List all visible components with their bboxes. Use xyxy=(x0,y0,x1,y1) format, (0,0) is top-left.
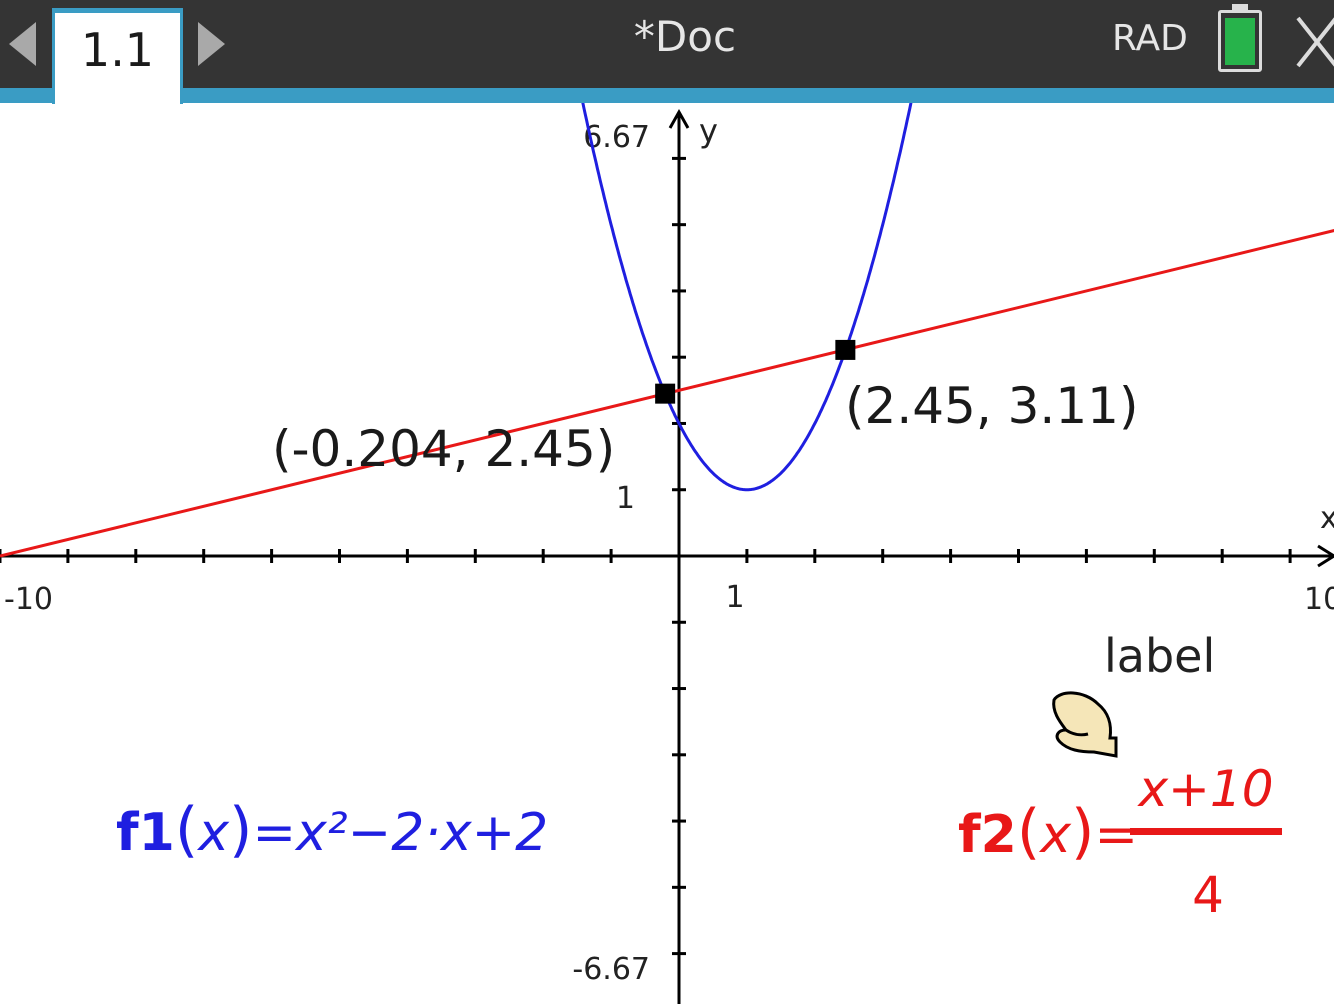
intersection-point-1[interactable] xyxy=(655,383,676,404)
xmin-label: -10 xyxy=(4,582,53,617)
battery-icon xyxy=(1218,10,1262,72)
x-axis-name: x xyxy=(1320,501,1334,536)
f1-var: x xyxy=(196,803,230,863)
f2-numerator: x+10 xyxy=(1136,760,1273,818)
xmax-label: 10 xyxy=(1304,582,1334,617)
y-axis-arrow-icon xyxy=(668,108,690,129)
tab-accent-bar xyxy=(0,88,1334,103)
page-tab[interactable]: 1.1 xyxy=(52,8,183,104)
f2-var: x xyxy=(1038,805,1072,865)
svg-text:f2(x)=: f2(x)= xyxy=(958,797,1138,867)
f1-expression[interactable]: f1(x)=x²−2·x+2 xyxy=(116,795,548,865)
grab-hand-cursor-icon xyxy=(1052,691,1118,758)
intersection-label-1[interactable]: (-0.204, 2.45) xyxy=(272,420,615,478)
label-tool-tip: label xyxy=(1104,629,1215,683)
previous-page-arrow-icon[interactable] xyxy=(9,22,36,66)
ymin-label: -6.67 xyxy=(572,952,650,987)
svg-text:f1(x)=x²−2·x+2: f1(x)=x²−2·x+2 xyxy=(116,795,548,865)
intersection-label-2[interactable]: (2.45, 3.11) xyxy=(845,377,1138,435)
page-tab-label: 1.1 xyxy=(80,23,155,77)
next-page-arrow-icon[interactable] xyxy=(198,22,225,66)
f2-expression[interactable]: f2(x)= x+10 4 xyxy=(958,760,1282,924)
intersection-point-2[interactable] xyxy=(835,339,856,360)
document-title: *Doc xyxy=(633,12,737,61)
f1-name: f1 xyxy=(116,803,175,863)
battery-level xyxy=(1225,18,1255,65)
angle-mode-indicator: RAD xyxy=(1112,18,1188,59)
f2-denominator: 4 xyxy=(1192,866,1224,924)
f2-fraction-bar xyxy=(1130,828,1282,835)
x-unit-label: 1 xyxy=(725,580,744,615)
y-axis-name: y xyxy=(699,112,718,150)
f2-graph[interactable] xyxy=(0,225,1334,558)
axis-ticks xyxy=(0,156,1292,956)
battery-cap xyxy=(1232,4,1248,12)
close-icon[interactable] xyxy=(1292,12,1334,72)
axes xyxy=(0,108,1334,1004)
x-axis-arrow-icon xyxy=(1317,544,1334,568)
graph-area[interactable]: 6.67 y 1 -10 1 10 x -6.67 (-0.204, 2.45)… xyxy=(0,103,1334,1004)
f1-rhs: x²−2·x+2 xyxy=(294,803,548,863)
intersection-points xyxy=(655,339,856,404)
f1-graph[interactable] xyxy=(581,103,913,492)
y-unit-label: 1 xyxy=(616,481,635,516)
f2-name: f2 xyxy=(958,805,1017,865)
